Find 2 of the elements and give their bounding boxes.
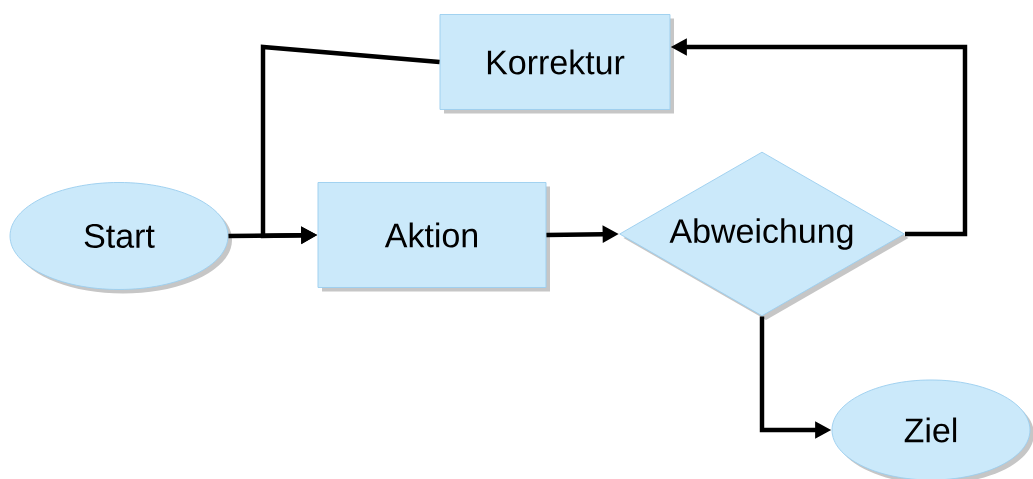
process-box: Korrektur	[439, 14, 674, 114]
process-box: Aktion	[317, 182, 550, 292]
